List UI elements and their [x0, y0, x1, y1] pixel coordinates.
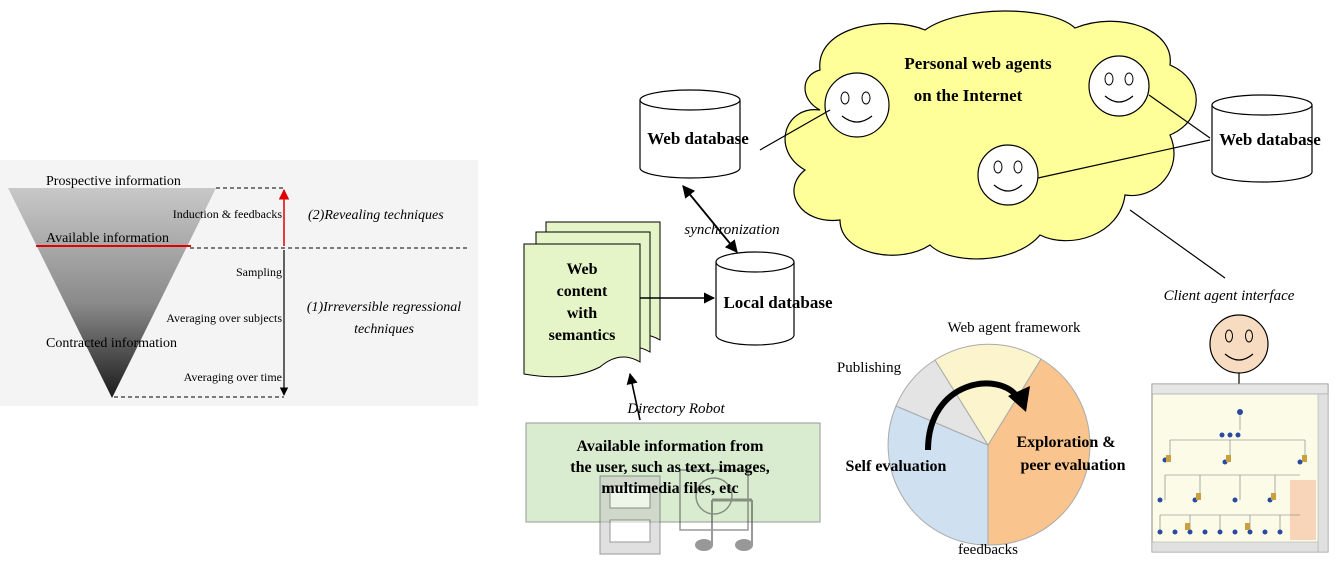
revealing-label: (2)Revealing techniques [308, 208, 444, 223]
pie-slice-exploration [987, 358, 1091, 546]
line-cloud-to-client [1129, 209, 1226, 279]
step-induction: Induction & feedbacks [173, 207, 283, 221]
media-icons [599, 469, 753, 555]
web-db-right-label: Web database [1219, 130, 1321, 149]
cycle-arrow-head [1008, 386, 1030, 412]
agent-face-center [977, 144, 1039, 206]
step-avg-time: Averaging over time [184, 370, 282, 384]
agent-face-right [1088, 55, 1150, 117]
robot-arrow [626, 372, 641, 421]
available-info-box: Available information from the user, suc… [525, 422, 821, 555]
local-database: Local database [715, 251, 833, 346]
doc-line-3: with [567, 305, 597, 322]
agent-face-left [824, 72, 890, 138]
funnel-diagram: Prospective information Available inform… [8, 174, 470, 398]
cloud-title-2: on the Internet [914, 86, 1023, 105]
cycle-arrow [925, 380, 1021, 451]
pie-slice-top [934, 343, 1042, 446]
info-line-1: Available information from [577, 438, 765, 455]
web-agent-framework-pie: Web agent framework Publishing Explorati… [837, 320, 1126, 558]
client-agent-label: Client agent interface [1164, 288, 1295, 304]
contracted-label: Contracted information [46, 336, 177, 351]
feedbacks-label: feedbacks [958, 542, 1018, 558]
exploration-label-1: Exploration & [1016, 434, 1115, 451]
self-eval-label: Self evaluation [846, 458, 947, 475]
directory-robot-label: Directory Robot [626, 401, 725, 417]
info-line-3: multimedia files, etc [601, 480, 738, 497]
irreversible-label-1: (1)Irreversible regressional [307, 300, 461, 315]
web-database-left: Web database [639, 89, 749, 179]
funnel-shape [8, 188, 216, 398]
line-face-center-to-webdb [1037, 139, 1211, 179]
client-window [1151, 383, 1329, 553]
pie-slice-self-eval [887, 405, 989, 546]
exploration-label-2: peer evaluation [1020, 457, 1125, 474]
irreversible-label-2: techniques [354, 322, 414, 337]
publishing-label: Publishing [837, 360, 902, 376]
step-avg-subjects: Averaging over subjects [166, 311, 282, 325]
line-webdb-to-face-left [759, 109, 831, 151]
web-content-document: Web content with semantics [523, 221, 661, 378]
doc-line-1: Web [566, 261, 597, 278]
step-sampling: Sampling [236, 265, 282, 279]
framework-label: Web agent framework [948, 320, 1081, 336]
local-db-label: Local database [723, 293, 833, 312]
client-agent-face [1209, 314, 1269, 384]
web-database-right: Web database [1211, 94, 1321, 183]
prospective-label: Prospective information [46, 174, 181, 189]
cloud-title-1: Personal web agents [904, 54, 1052, 73]
available-label: Available information [46, 231, 169, 246]
doc-line-4: semantics [549, 327, 616, 344]
doc-line-2: content [557, 283, 608, 300]
sync-arrow [682, 185, 738, 253]
web-db-left-label: Web database [647, 129, 749, 148]
sync-label: synchronization [684, 222, 779, 238]
info-line-2: the user, such as text, images, [570, 459, 769, 476]
line-face-right-to-webdb [1148, 94, 1211, 139]
